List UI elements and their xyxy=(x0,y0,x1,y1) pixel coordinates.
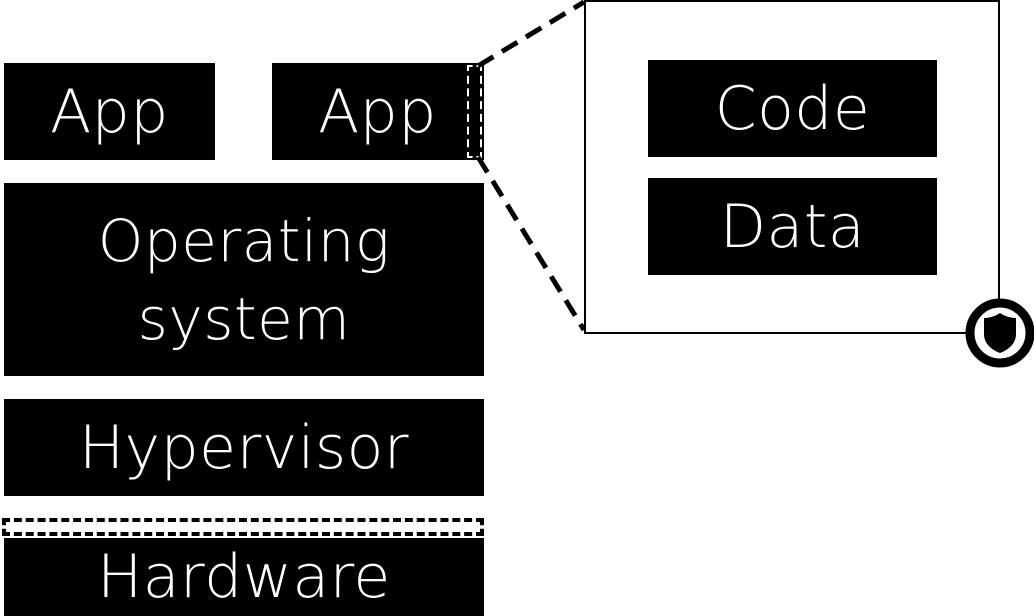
hardware-block: Hardware xyxy=(4,538,484,616)
app-block-right: App xyxy=(272,63,483,160)
app-label-right: App xyxy=(318,76,437,147)
enclave-zoom-box xyxy=(584,0,1000,334)
operating-system-label-line1: Operating xyxy=(97,206,391,275)
shield-icon xyxy=(965,298,1034,368)
hypervisor-label: Hypervisor xyxy=(78,412,410,483)
operating-system-block: Operating system xyxy=(4,183,484,376)
operating-system-label-line2: system xyxy=(137,284,351,353)
zoom-connector-top xyxy=(476,0,586,69)
data-label: Data xyxy=(719,191,866,262)
hypervisor-block: Hypervisor xyxy=(4,399,484,496)
data-block: Data xyxy=(648,178,937,275)
app-label-left: App xyxy=(50,76,169,147)
zoom-connector-bottom xyxy=(475,155,587,332)
dashed-boundary-layer xyxy=(2,518,484,536)
code-label: Code xyxy=(714,73,871,144)
app-enclave-region xyxy=(465,63,484,160)
hardware-label: Hardware xyxy=(97,542,391,612)
app-block-left: App xyxy=(4,63,215,160)
code-block: Code xyxy=(648,60,937,157)
